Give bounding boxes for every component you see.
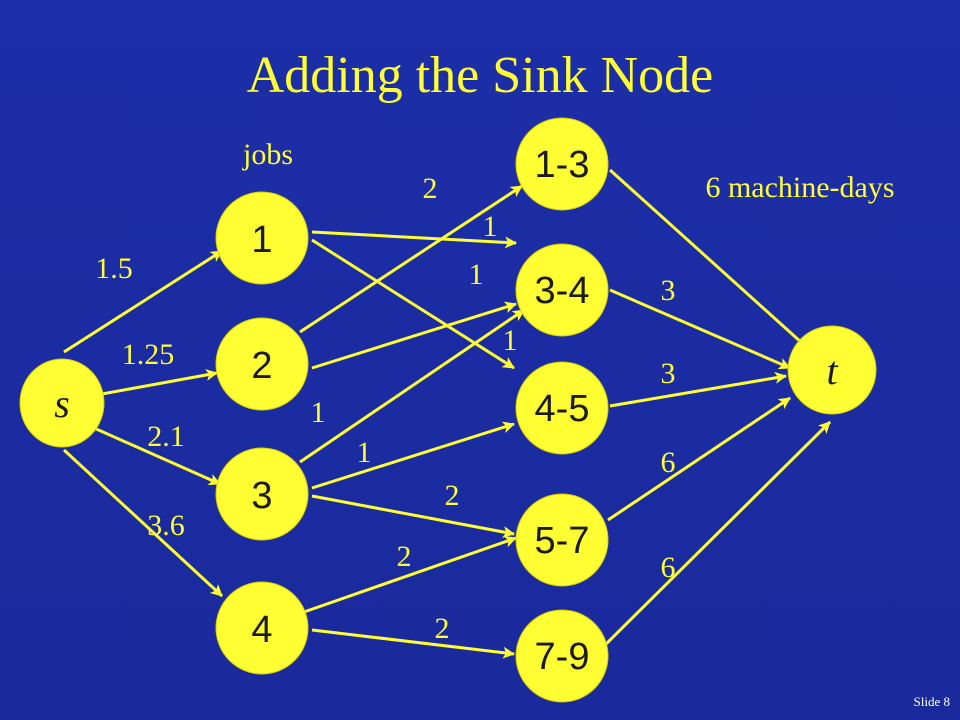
capacity-3-4-5: 1 [357, 436, 372, 469]
edge-1-4-5 [311, 238, 515, 370]
node-job-4: 4 [215, 581, 309, 675]
edge-s-4 [62, 448, 224, 598]
edge-1-3-4 [311, 230, 517, 249]
edge-s-3 [75, 418, 221, 486]
node-job-4-label: 4 [251, 609, 272, 651]
edge-4-7-9 [311, 628, 515, 659]
node-interval-1-3: 1-3 [515, 117, 609, 211]
edge-3-5-7 [311, 494, 515, 538]
capacity-4-5-t: 3 [661, 357, 676, 390]
capacity-3-4-t: 3 [661, 274, 676, 307]
machine-days-annotation: 6 machine-days [705, 171, 894, 204]
node-job-2: 2 [215, 317, 309, 411]
slide-number: Slide 8 [913, 694, 950, 709]
capacity-2-3-4: 1 [469, 258, 484, 291]
edge-4-5-t [609, 371, 787, 408]
capacity-s-1: 1.5 [95, 252, 133, 285]
node-job-3: 3 [215, 447, 309, 541]
node-interval-4-5: 4-5 [515, 361, 609, 455]
node-job-1: 1 [215, 191, 309, 285]
edge-7-9-t [600, 420, 832, 650]
edge-4-5-7 [303, 535, 517, 614]
capacity-s-4: 3.6 [147, 509, 185, 542]
node-interval-7-9: 7-9 [515, 609, 609, 703]
node-s-label: s [54, 381, 70, 426]
capacity-s-2: 1.25 [122, 338, 175, 371]
edge-2-1-3 [299, 184, 523, 334]
capacity-1-4-5: 1 [503, 324, 518, 357]
node-interval-3-4-label: 3-4 [535, 270, 590, 312]
node-interval-7-9-label: 7-9 [535, 636, 590, 678]
node-t-label: t [826, 348, 838, 393]
edge-1-3-t [608, 168, 814, 354]
capacity-3-3-4: 1 [311, 396, 326, 429]
node-job-3-label: 3 [251, 475, 272, 517]
capacity-2-1-3: 2 [423, 172, 438, 205]
edge-3-3-4 [299, 308, 525, 464]
node-job-1-label: 1 [251, 219, 272, 261]
node-t: t [787, 325, 877, 415]
slide-title: Adding the Sink Node [246, 47, 714, 104]
node-interval-3-4: 3-4 [515, 243, 609, 337]
node-interval-4-5-label: 4-5 [535, 388, 590, 430]
node-interval-5-7: 5-7 [515, 493, 609, 587]
capacity-5-7-t: 6 [661, 446, 676, 479]
jobs-annotation: jobs [242, 138, 293, 171]
capacity-s-3: 2.1 [147, 420, 185, 453]
edge-3-4-5 [311, 421, 515, 490]
capacity-4-7-9: 2 [435, 612, 450, 645]
node-interval-1-3-label: 1-3 [535, 144, 590, 186]
edge-s-1 [63, 249, 223, 354]
capacity-7-9-t: 6 [661, 551, 676, 584]
node-job-2-label: 2 [251, 345, 272, 387]
node-interval-5-7-label: 5-7 [535, 520, 590, 562]
node-s: s [19, 358, 105, 448]
capacity-3-5-7: 2 [445, 479, 460, 512]
capacity-1-3-4: 1 [483, 210, 498, 243]
edge-2-3-4 [311, 301, 517, 370]
edge-3-4-t [609, 288, 791, 370]
capacity-4-5-7: 2 [397, 540, 412, 573]
edge-5-7-t [607, 396, 791, 522]
